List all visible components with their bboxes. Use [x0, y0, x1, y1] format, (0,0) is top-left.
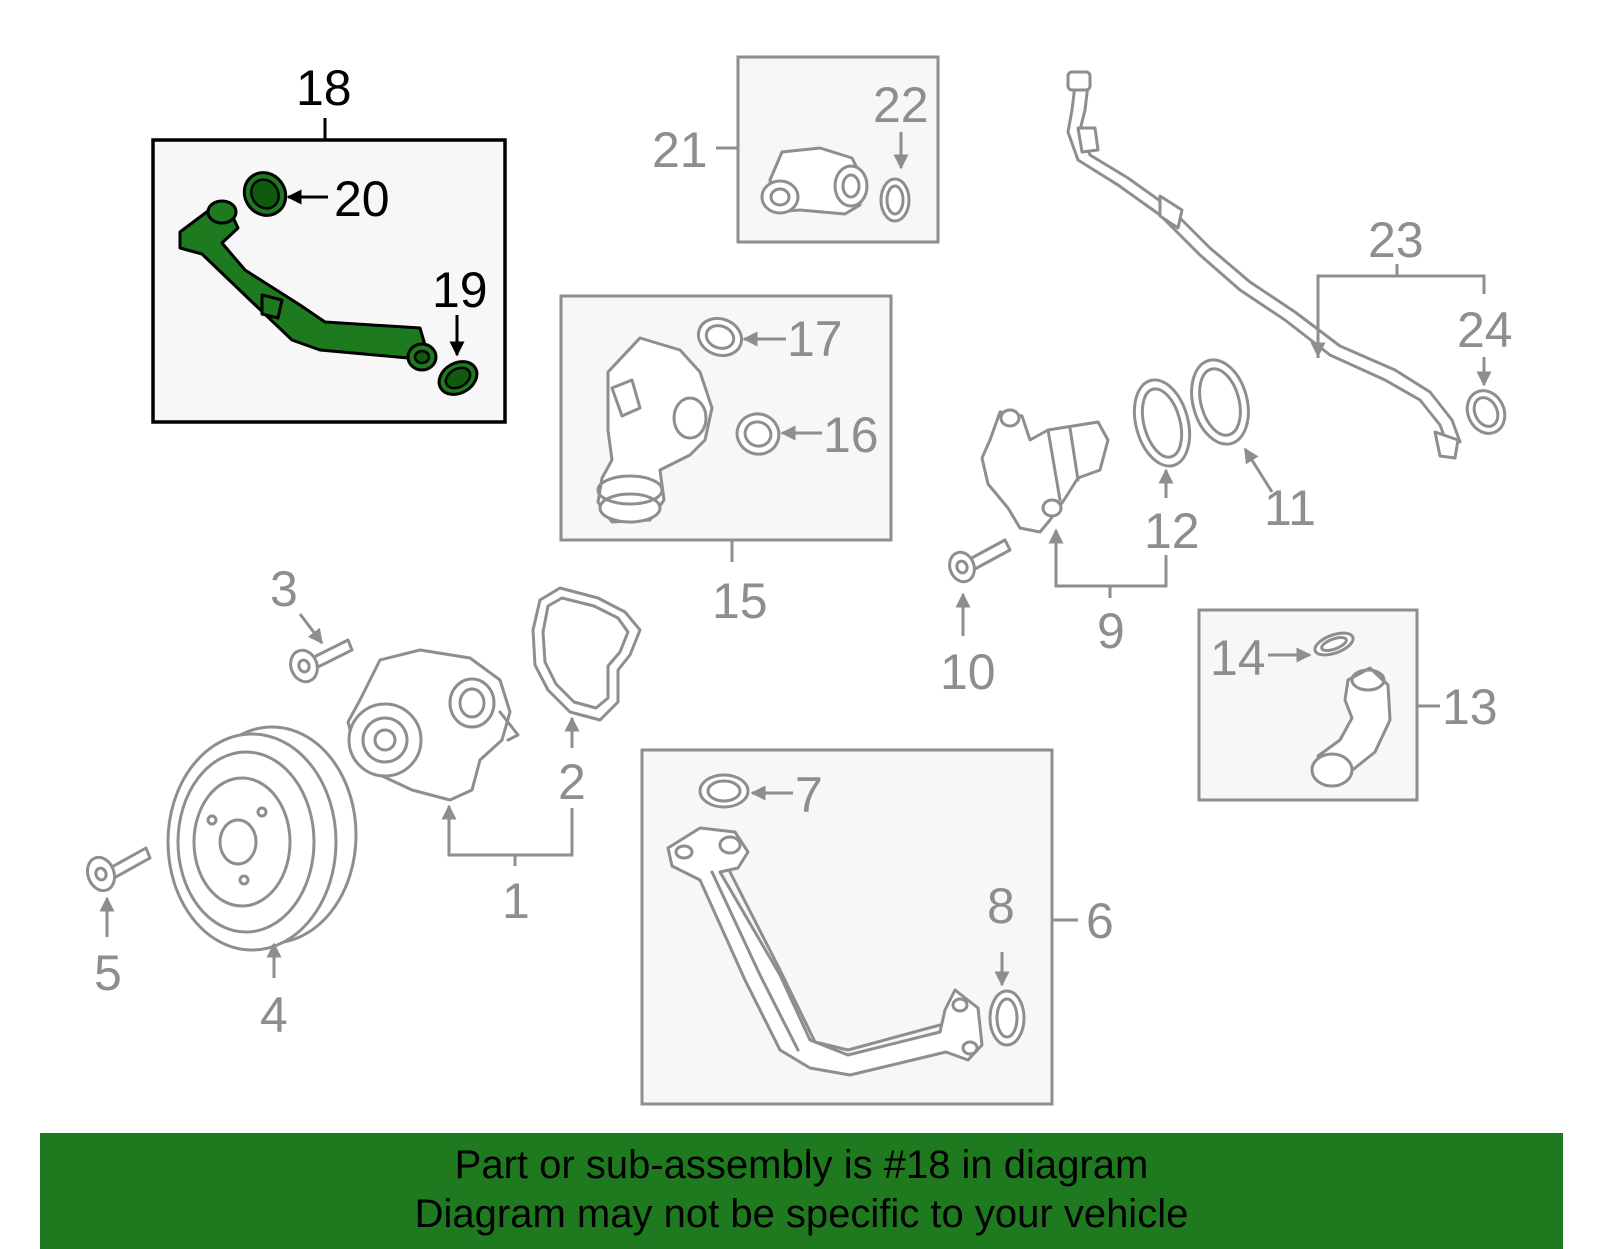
- water-pump-1[interactable]: [346, 648, 520, 802]
- bolt-10[interactable]: [946, 538, 1012, 585]
- o-ring-17[interactable]: [693, 313, 747, 362]
- banner-line-1: Part or sub-assembly is #18 in diagram: [454, 1143, 1149, 1187]
- group-18-water-tube-assembly[interactable]: 18 20 19: [151, 60, 507, 424]
- callout-5[interactable]: 5: [94, 945, 122, 1001]
- thermostat-housing-15[interactable]: [596, 336, 714, 524]
- callout-18[interactable]: 18: [296, 60, 352, 116]
- coolant-pipe-6[interactable]: [666, 826, 984, 1077]
- callout-9[interactable]: 9: [1097, 603, 1125, 659]
- callout-16[interactable]: 16: [823, 407, 879, 463]
- callout-8[interactable]: 8: [987, 878, 1015, 934]
- group-4-pulley[interactable]: 4 5: [83, 725, 358, 1043]
- o-ring-22[interactable]: [879, 177, 911, 223]
- banner-line-2: Diagram may not be specific to your vehi…: [414, 1192, 1189, 1236]
- callout-6[interactable]: 6: [1086, 893, 1114, 949]
- callout-21[interactable]: 21: [652, 122, 708, 178]
- o-ring-7[interactable]: [698, 773, 750, 809]
- callout-23[interactable]: 23: [1368, 212, 1424, 268]
- callout-24[interactable]: 24: [1457, 302, 1513, 358]
- callout-19[interactable]: 19: [432, 262, 488, 318]
- o-ring-24[interactable]: [1460, 384, 1511, 439]
- gasket-12[interactable]: [1125, 374, 1198, 472]
- callout-4[interactable]: 4: [260, 987, 288, 1043]
- group-9-thermostat[interactable]: 11 12 9 10: [940, 353, 1316, 700]
- bolt-3[interactable]: [286, 638, 354, 685]
- callout-1[interactable]: 1: [502, 873, 530, 929]
- bolt-5[interactable]: [83, 846, 152, 894]
- group-13-water-outlet[interactable]: 14 13: [1197, 608, 1498, 802]
- callout-15[interactable]: 15: [712, 573, 768, 629]
- gasket-11[interactable]: [1183, 353, 1257, 450]
- group-15-thermostat-housing[interactable]: 17 16 15: [559, 294, 893, 629]
- pulley-4[interactable]: [166, 725, 358, 952]
- group-23-coolant-line[interactable]: 23 24: [1066, 70, 1513, 460]
- callout-12[interactable]: 12: [1144, 503, 1200, 559]
- box-6: [640, 748, 1054, 1106]
- o-ring-16[interactable]: [731, 408, 784, 460]
- o-ring-14[interactable]: [1312, 629, 1356, 660]
- coolant-line-23[interactable]: [1066, 70, 1462, 460]
- water-outlet-13[interactable]: [1310, 666, 1392, 788]
- callout-11[interactable]: 11: [1264, 480, 1316, 536]
- water-tube-18[interactable]: [178, 199, 438, 372]
- group-1-water-pump[interactable]: 3 2 1: [270, 561, 642, 929]
- o-ring-19[interactable]: [433, 355, 483, 401]
- info-banner: Part or sub-assembly is #18 in diagram D…: [40, 1133, 1563, 1249]
- callout-22[interactable]: 22: [873, 77, 929, 133]
- gasket-2[interactable]: [531, 586, 642, 722]
- thermostat-9[interactable]: [980, 408, 1110, 534]
- group-21-outlet-housing[interactable]: 21 22: [652, 55, 940, 244]
- callout-13[interactable]: 13: [1442, 679, 1498, 735]
- group-6-coolant-pipe[interactable]: 7 8 6: [640, 748, 1114, 1106]
- callout-2[interactable]: 2: [558, 754, 586, 810]
- callout-20[interactable]: 20: [334, 171, 390, 227]
- outlet-housing-21[interactable]: [760, 146, 869, 216]
- callout-14[interactable]: 14: [1210, 630, 1266, 686]
- callout-7[interactable]: 7: [795, 767, 823, 823]
- callout-3[interactable]: 3: [270, 561, 298, 617]
- callout-10[interactable]: 10: [940, 644, 996, 700]
- o-ring-8[interactable]: [988, 989, 1026, 1047]
- callout-17[interactable]: 17: [787, 311, 843, 367]
- o-ring-20[interactable]: [236, 165, 294, 224]
